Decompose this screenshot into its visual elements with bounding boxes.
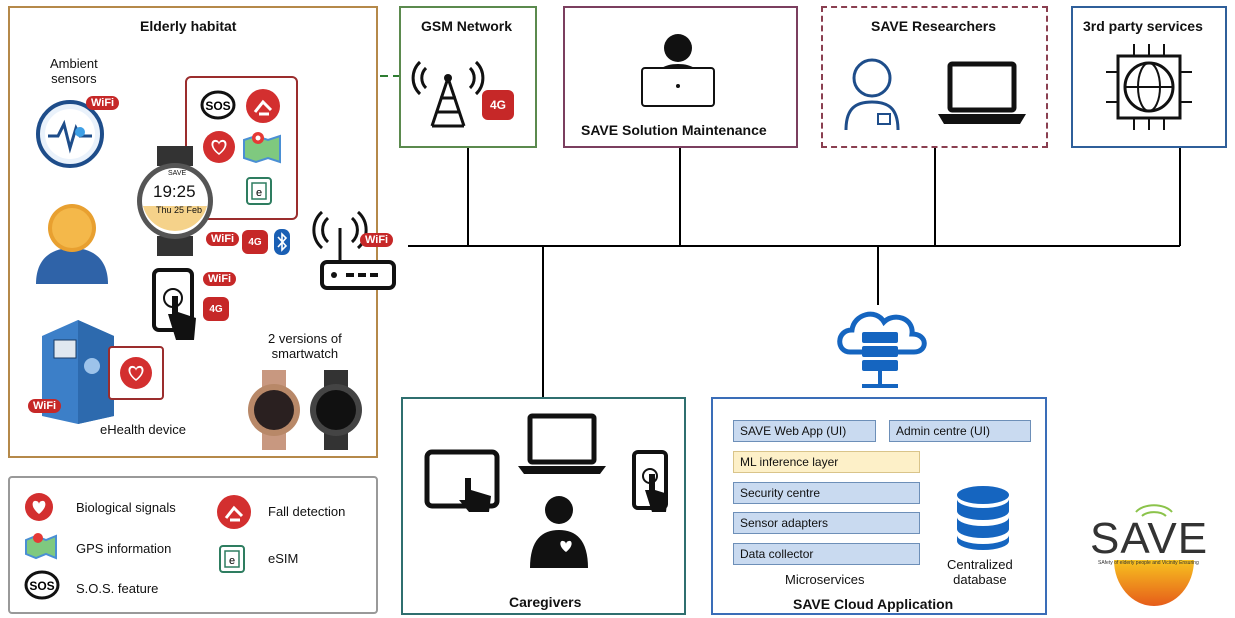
microservices-label: Microservices: [785, 572, 865, 587]
smartwatch-rose-icon: [248, 370, 300, 450]
sos-icon: SOS: [200, 90, 236, 120]
watch-time: 19:25: [153, 182, 196, 201]
researchers-title: SAVE Researchers: [871, 18, 997, 34]
smartwatch-icon: [137, 146, 213, 256]
legend-gps-label: GPS information: [76, 541, 172, 556]
elderly-person-avatar: [36, 204, 108, 284]
researcher-laptop-icon: [938, 61, 1026, 124]
legend-fall-label: Fall detection: [268, 504, 346, 519]
security-module: Security centre: [733, 482, 920, 504]
legend-esim-label: eSIM: [268, 551, 299, 566]
caregiver-person-icon: [530, 496, 588, 568]
legend-sos-icon: SOS: [24, 570, 60, 600]
wifi-router-icon: [312, 210, 396, 290]
maintainer-laptop-icon: [641, 34, 715, 107]
cell-tower-icon: [411, 60, 485, 128]
ambient-wifi-badge: WiFi: [86, 96, 120, 110]
ambient-sensor-icon: [36, 100, 104, 168]
logo-subtitle: SAfety of elderly people and Vicinity En…: [1098, 560, 1199, 566]
caregiver-phone-icon: [632, 450, 668, 512]
gsm-title: GSM Network: [421, 18, 513, 34]
versions-label: 2 versions of smartwatch: [268, 331, 342, 361]
ehealth-heart-icon: [120, 357, 152, 389]
adapters-module: Sensor adapters: [733, 512, 920, 534]
database-label: Centralized database: [947, 557, 1013, 587]
legend-sos-label: S.O.S. feature: [76, 581, 159, 596]
logo-text: SAVE: [1090, 514, 1209, 563]
habitat-title: Elderly habitat: [140, 18, 237, 34]
collector-module: Data collector: [733, 543, 920, 565]
router-wifi-badge: WiFi: [360, 233, 394, 247]
cloud-server-icon: [837, 311, 927, 388]
ambient-label: Ambient sensors: [50, 56, 98, 86]
legend-bio-label: Biological signals: [76, 500, 176, 515]
heart-icon: [203, 131, 235, 163]
caregiver-laptop-icon: [518, 413, 606, 474]
fall-detection-icon: [246, 89, 280, 123]
database-icon: [957, 486, 1009, 550]
svg-text:SOS: SOS: [205, 99, 230, 113]
researcher-icon: [844, 58, 900, 131]
webapp-module: SAVE Web App (UI): [733, 420, 876, 442]
ehealth-device-icon: [42, 320, 114, 424]
phone-4g-badge: 4G: [203, 297, 229, 321]
smartphone-icon: [152, 268, 196, 340]
legend-fall-icon: [217, 495, 251, 529]
maintenance-title: SAVE Solution Maintenance: [581, 122, 767, 138]
watch-wifi-badge: WiFi: [206, 232, 240, 246]
caregivers-title: Caregivers: [509, 594, 582, 610]
ml-module: ML inference layer: [733, 451, 920, 473]
watch-brand: SAVE: [168, 170, 187, 177]
legend-panel: [8, 476, 378, 614]
watch-4g-badge: 4G: [242, 230, 268, 254]
watch-date: Thu 25 Feb: [156, 205, 203, 215]
legend-esim-icon: e: [219, 545, 245, 573]
gps-map-icon: [243, 132, 281, 164]
smartwatch-black-icon: [310, 370, 362, 450]
legend-gps-icon: [25, 533, 57, 560]
ehealth-label: eHealth device: [100, 422, 186, 437]
third-party-title: 3rd party services: [1083, 18, 1203, 34]
cloud-title: SAVE Cloud Application: [793, 596, 954, 612]
esim-icon: e: [246, 177, 272, 205]
save-logo: [1114, 504, 1194, 606]
phone-wifi-badge: WiFi: [203, 272, 237, 286]
svg-text:SOS: SOS: [29, 579, 54, 593]
gsm-4g-badge: 4G: [482, 90, 514, 120]
tablet-icon: [424, 449, 500, 512]
ehealth-wifi-badge: WiFi: [28, 399, 62, 413]
globe-circuit-icon: [1106, 44, 1192, 130]
admin-module: Admin centre (UI): [889, 420, 1031, 442]
svg-text:e: e: [256, 187, 262, 199]
svg-text:e: e: [229, 555, 235, 567]
bluetooth-icon: [274, 229, 290, 255]
legend-heart-icon: [25, 493, 53, 521]
